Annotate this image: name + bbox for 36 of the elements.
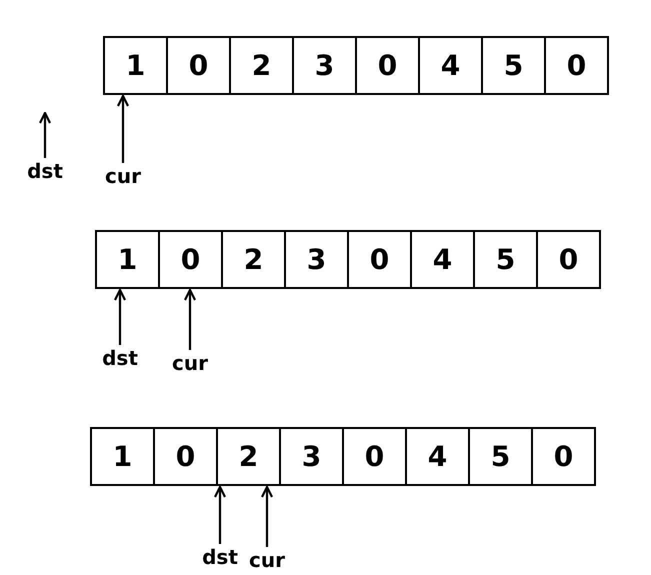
pointer-label: cur <box>105 165 141 187</box>
pointer-label: cur <box>172 352 208 374</box>
array-cell: 0 <box>153 427 218 486</box>
array-cell: 1 <box>95 230 160 289</box>
array-cell: 4 <box>418 36 483 95</box>
pointer-label: dst <box>102 347 138 369</box>
array-cell: 1 <box>90 427 155 486</box>
array-cell: 0 <box>166 36 231 95</box>
array-cell: 5 <box>481 36 546 95</box>
array-cell: 0 <box>544 36 609 95</box>
array-cell: 2 <box>229 36 294 95</box>
array-cell: 4 <box>410 230 475 289</box>
arrow <box>38 112 52 158</box>
array-cell: 0 <box>347 230 412 289</box>
array-cell: 0 <box>158 230 223 289</box>
array-cell: 0 <box>531 427 596 486</box>
array-cell: 2 <box>216 427 281 486</box>
arrow <box>116 94 130 163</box>
array-cell: 2 <box>221 230 286 289</box>
array-cell: 1 <box>103 36 168 95</box>
arrow <box>260 486 274 547</box>
array-cell: 4 <box>405 427 470 486</box>
array-cell: 3 <box>292 36 357 95</box>
array-cell: 5 <box>473 230 538 289</box>
array-cell: 3 <box>284 230 349 289</box>
pointer-label: dst <box>27 160 63 182</box>
array-cell: 3 <box>279 427 344 486</box>
arrow <box>184 288 196 350</box>
pointer-label: dst <box>202 546 238 568</box>
array-cell: 0 <box>355 36 420 95</box>
array-cell: 5 <box>468 427 533 486</box>
pointer-label: cur <box>249 549 285 571</box>
arrow <box>214 486 226 544</box>
array-cell: 0 <box>342 427 407 486</box>
array-cell: 0 <box>536 230 601 289</box>
arrow <box>114 288 126 345</box>
